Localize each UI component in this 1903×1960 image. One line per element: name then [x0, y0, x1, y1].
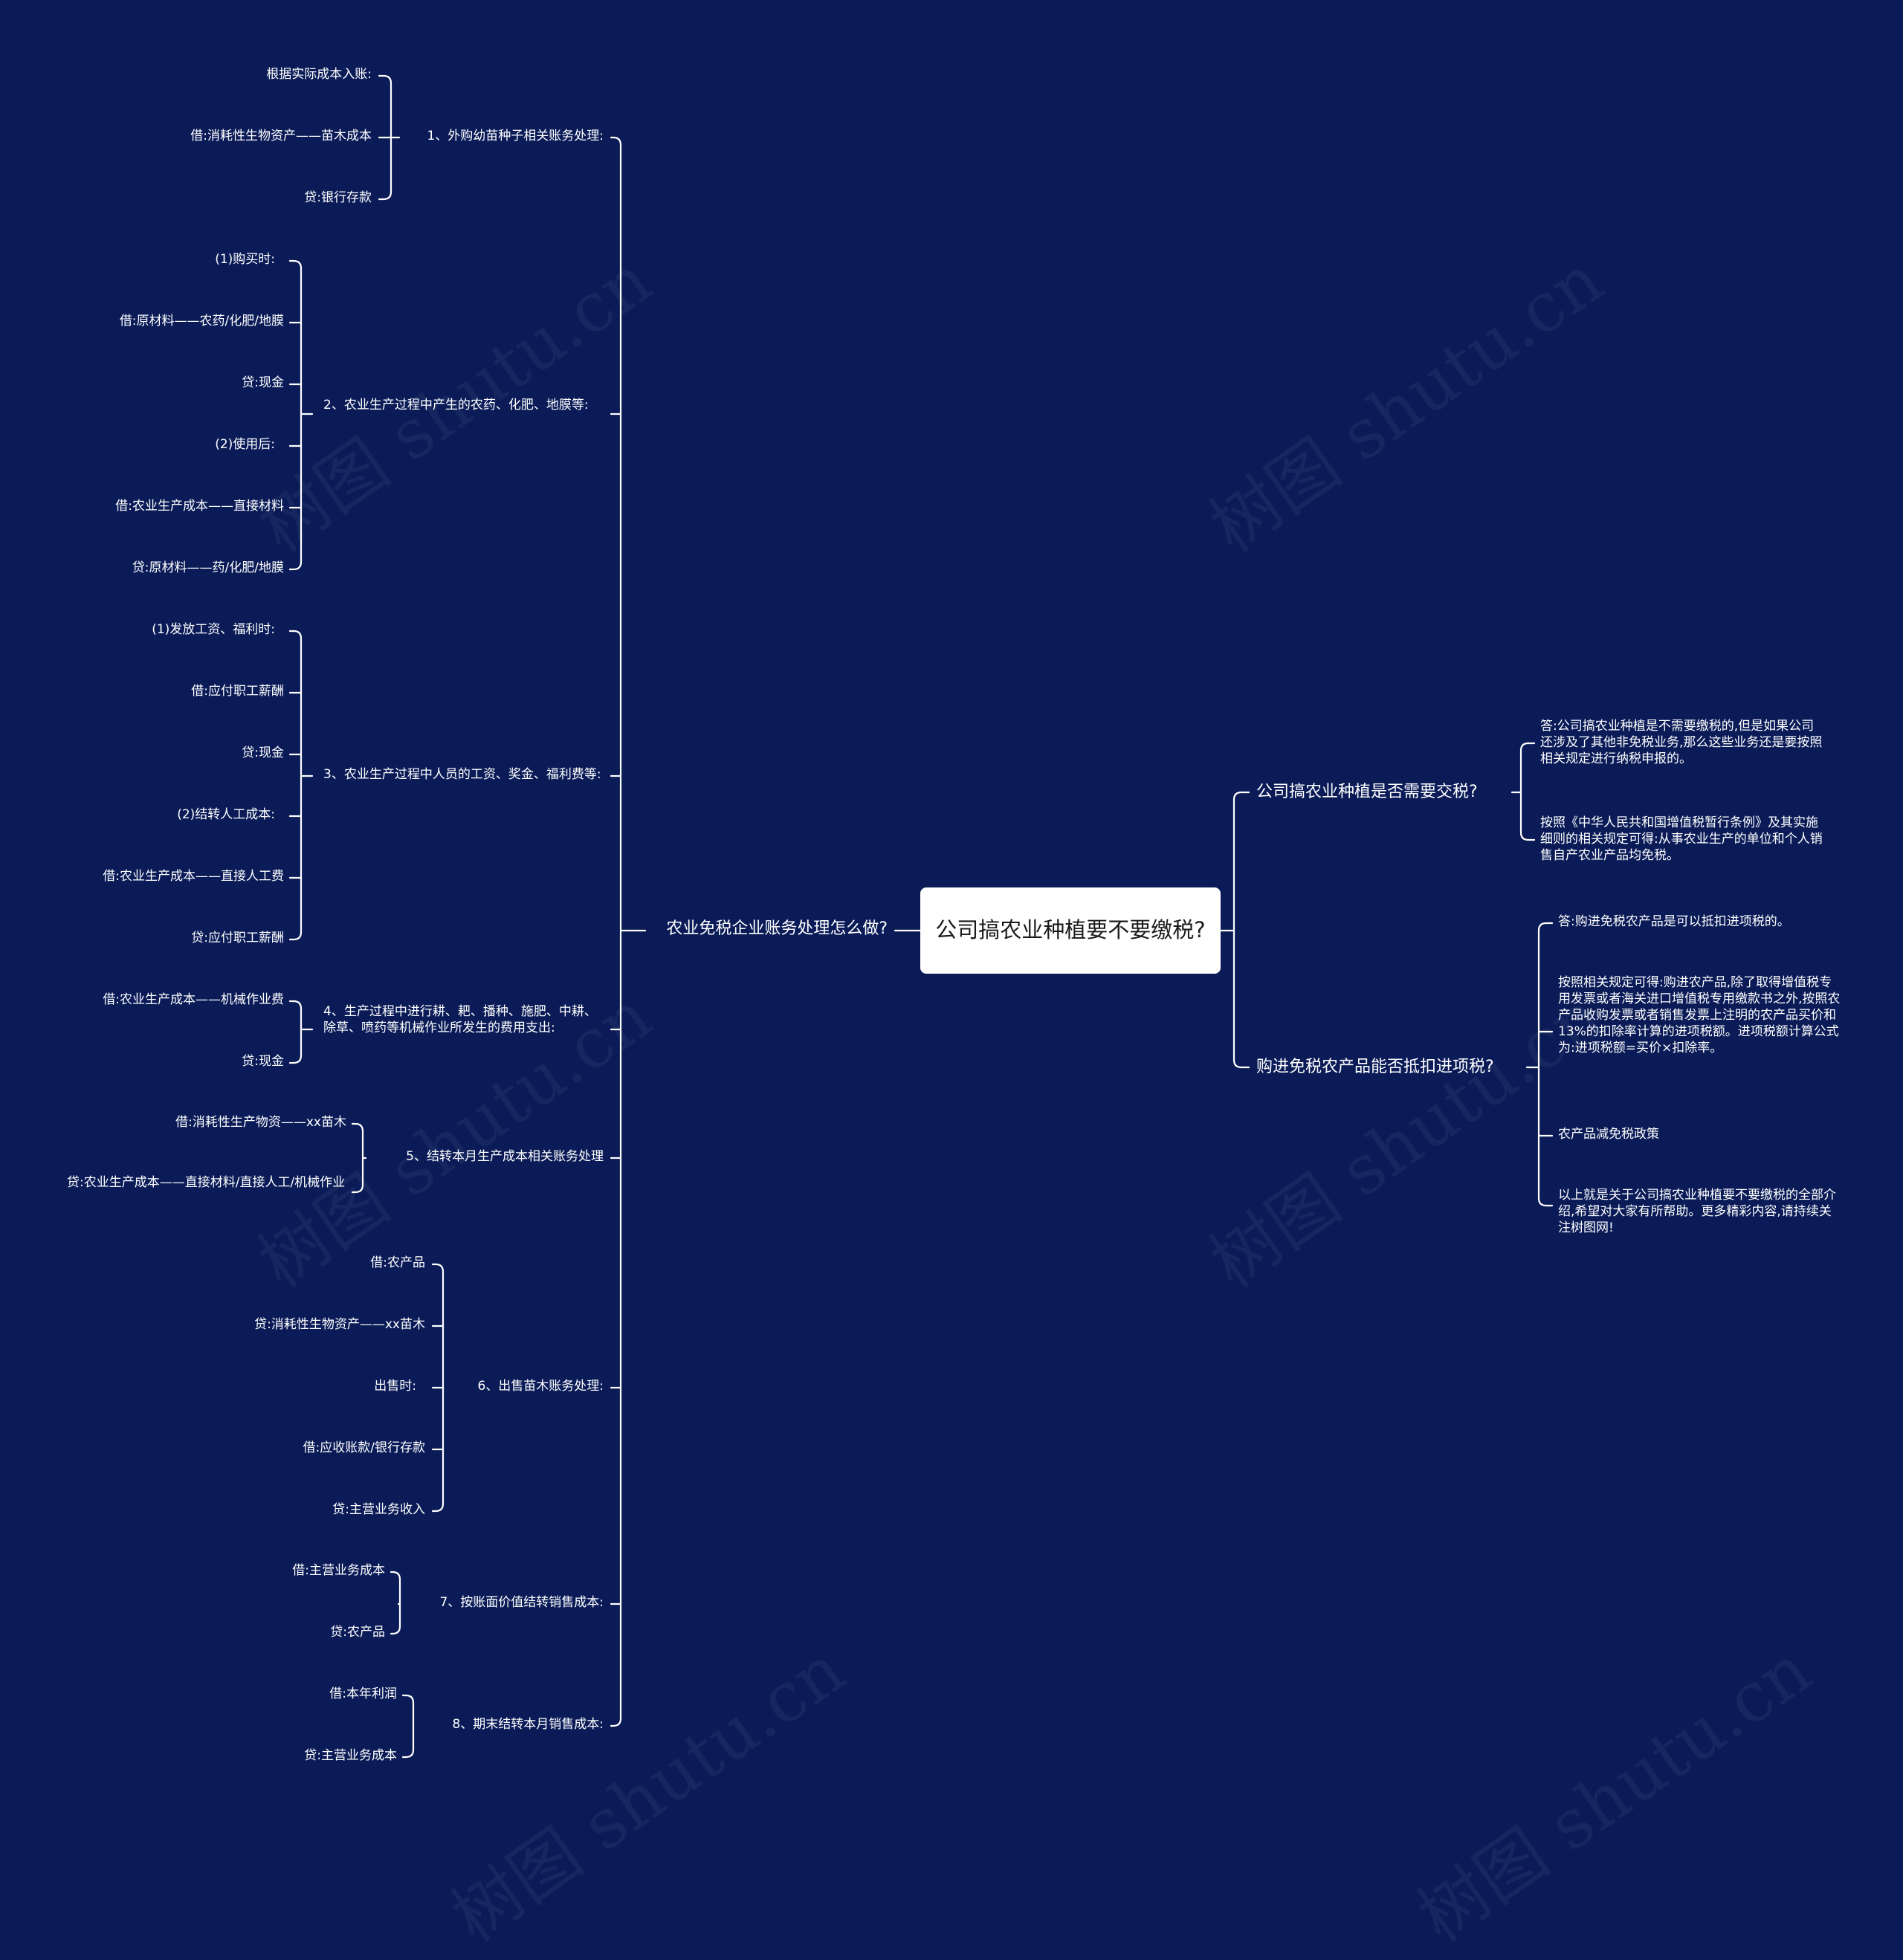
answer-item[interactable]: 农产品减免税政策	[1558, 1127, 1659, 1142]
section-label[interactable]: 4、生产过程中进行耕、耙、播种、施肥、中耕、除草、喷药等机械作业所发生的费用支出…	[323, 1004, 597, 1036]
entry-item[interactable]: 借:消耗性生物资产——苗木成本	[190, 129, 372, 143]
entry-item[interactable]: (1)购买时:	[215, 252, 275, 267]
entry-item[interactable]: (2)使用后:	[215, 437, 275, 452]
entry-item[interactable]: 借:消耗性生产物资——xx苗木	[175, 1115, 346, 1130]
answer-item[interactable]: 答:购进免税农产品是可以抵扣进项税的。	[1558, 914, 1790, 929]
entry-item[interactable]: 借:本年利润	[329, 1686, 397, 1701]
entry-item[interactable]: 出售时:	[374, 1379, 416, 1394]
connector-line	[288, 259, 303, 571]
answer-item[interactable]: 按照《中华人民共和国增值税暂行条例》及其实施细则的相关规定可得:从事农业生产的单…	[1540, 815, 1823, 864]
connector-line	[390, 1571, 401, 1635]
section-label[interactable]: 6、出售苗木账务处理:	[477, 1379, 604, 1394]
entry-item[interactable]: 借:农产品	[370, 1255, 425, 1270]
connector-line	[1537, 922, 1554, 1207]
section-label[interactable]: 2、农业生产过程中产生的农药、化肥、地膜等:	[323, 398, 589, 413]
entry-item[interactable]: 贷:主营业务成本	[304, 1748, 397, 1763]
entry-item[interactable]: 借:农业生产成本——直接人工费	[103, 869, 284, 884]
section-label[interactable]: 3、农业生产过程中人员的工资、奖金、福利费等:	[323, 767, 601, 782]
entry-item[interactable]: 借:原材料——农药/化肥/地膜	[119, 314, 284, 329]
section-label[interactable]: 1、外购幼苗种子相关账务处理:	[427, 129, 604, 143]
right-topic-tax[interactable]: 公司搞农业种植是否需要交税?	[1256, 783, 1478, 801]
entry-item[interactable]: 贷:现金	[242, 375, 284, 390]
connector-line	[401, 1694, 415, 1759]
connector-line	[288, 630, 303, 941]
section-label[interactable]: 8、期末结转本月销售成本:	[452, 1717, 604, 1732]
connector-line	[1519, 742, 1536, 841]
connector-lines	[288, 74, 1554, 1759]
entry-item[interactable]: (2)结转人工成本:	[177, 807, 275, 822]
connector-line	[351, 1122, 364, 1194]
answer-item[interactable]: 按照相关规定可得:购进农产品,除了取得增值税专用发票或者海关进口增值税专用缴款书…	[1558, 975, 1841, 1056]
entry-item[interactable]: 借:主营业务成本	[292, 1563, 385, 1578]
left-main-topic[interactable]: 农业免税企业账务处理怎么做?	[666, 919, 888, 938]
entry-item[interactable]: 贷:原材料——药/化肥/地膜	[132, 560, 284, 575]
entry-item[interactable]: 借:应收账款/银行存款	[303, 1440, 425, 1455]
section-label[interactable]: 5、结转本月生产成本相关账务处理	[406, 1149, 604, 1164]
entry-item[interactable]: 借:应付职工薪酬	[191, 684, 284, 699]
entry-item[interactable]: 贷:农产品	[330, 1625, 385, 1640]
entry-item[interactable]: 借:农业生产成本——机械作业费	[103, 992, 284, 1007]
entry-item[interactable]: 贷:现金	[242, 1054, 284, 1069]
entry-item[interactable]: 根据实际成本入账:	[266, 67, 372, 82]
entry-item[interactable]: 贷:应付职工薪酬	[191, 931, 284, 945]
connector-line	[1232, 791, 1250, 1069]
right-topic-deduction[interactable]: 购进免税农产品能否抵扣进项税?	[1256, 1058, 1494, 1076]
answer-item[interactable]: 答:公司搞农业种植是不需要缴税的,但是如果公司还涉及了其他非免税业务,那么这些业…	[1540, 719, 1823, 767]
connector-line	[610, 136, 622, 1727]
mind-map: 树图 shutu.cn 树图 shutu.cn 树图 shutu.cn 树图 s…	[67, 67, 1841, 1957]
section-label[interactable]: 7、按账面价值结转销售成本:	[439, 1595, 604, 1610]
entry-item[interactable]: 贷:银行存款	[304, 190, 372, 205]
entry-item[interactable]: 借:农业生产成本——直接材料	[115, 499, 284, 514]
entry-item[interactable]: 贷:农业生产成本——直接材料/直接人工/机械作业	[67, 1175, 346, 1190]
connector-line	[288, 1000, 303, 1064]
entry-item[interactable]: (1)发放工资、福利时:	[152, 622, 275, 637]
answer-item[interactable]: 以上就是关于公司搞农业种植要不要缴税的全部介绍,希望对大家有所帮助。更多精彩内容…	[1558, 1188, 1836, 1236]
entry-item[interactable]: 贷:现金	[242, 745, 284, 760]
root-topic[interactable]: 公司搞农业种植要不要缴税?	[920, 887, 1221, 974]
entry-item[interactable]: 贷:主营业务收入	[332, 1502, 425, 1517]
entry-item[interactable]: 贷:消耗性生物资产——xx苗木	[254, 1317, 425, 1332]
